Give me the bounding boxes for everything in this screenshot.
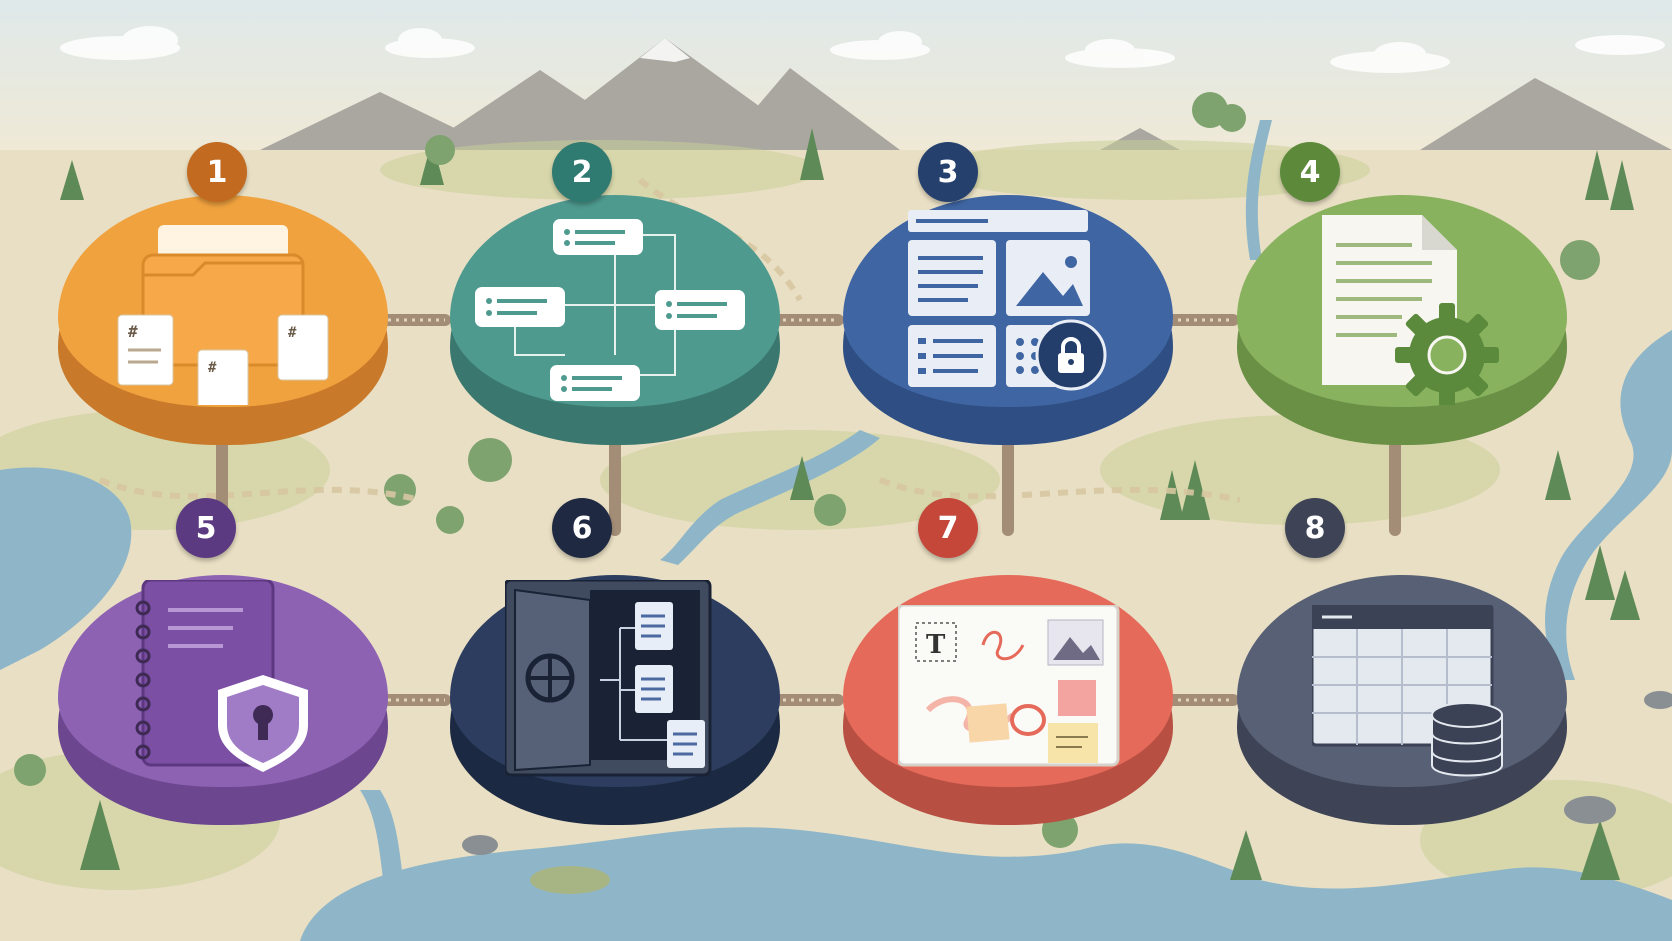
svg-text:#: # <box>208 360 217 376</box>
step-badge-6[interactable]: 6 <box>552 498 612 558</box>
step-badge-2[interactable]: 2 <box>552 142 612 202</box>
step-badge-8[interactable]: 8 <box>1285 498 1345 558</box>
step-node-1[interactable]: # # # <box>58 195 388 445</box>
svg-text:#: # <box>288 325 297 341</box>
step-node-4[interactable] <box>1237 195 1567 445</box>
svg-text:#: # <box>128 322 138 341</box>
step-node-2[interactable] <box>450 195 780 445</box>
vault-with-files-icon <box>505 580 712 777</box>
step-node-7[interactable]: T <box>843 575 1173 825</box>
folder-with-documents-icon: # # # <box>117 225 329 405</box>
step-badge-7[interactable]: 7 <box>918 498 978 558</box>
notebook-with-shield-icon <box>135 580 308 772</box>
svg-text:T: T <box>926 630 946 660</box>
step-node-8[interactable] <box>1237 575 1567 825</box>
step-node-6[interactable] <box>450 575 780 825</box>
step-badge-5[interactable]: 5 <box>176 498 236 558</box>
locked-dashboard-icon <box>908 210 1107 391</box>
connected-cards-diagram-icon <box>475 219 745 401</box>
step-node-3[interactable] <box>843 195 1173 445</box>
document-with-gear-icon <box>1322 215 1499 405</box>
step-badge-1[interactable]: 1 <box>187 142 247 202</box>
step-badge-4[interactable]: 4 <box>1280 142 1340 202</box>
whiteboard-with-media-icon: T <box>898 605 1120 767</box>
step-node-5[interactable] <box>58 575 388 825</box>
step-badge-3[interactable]: 3 <box>918 142 978 202</box>
table-with-database-icon <box>1312 605 1503 777</box>
